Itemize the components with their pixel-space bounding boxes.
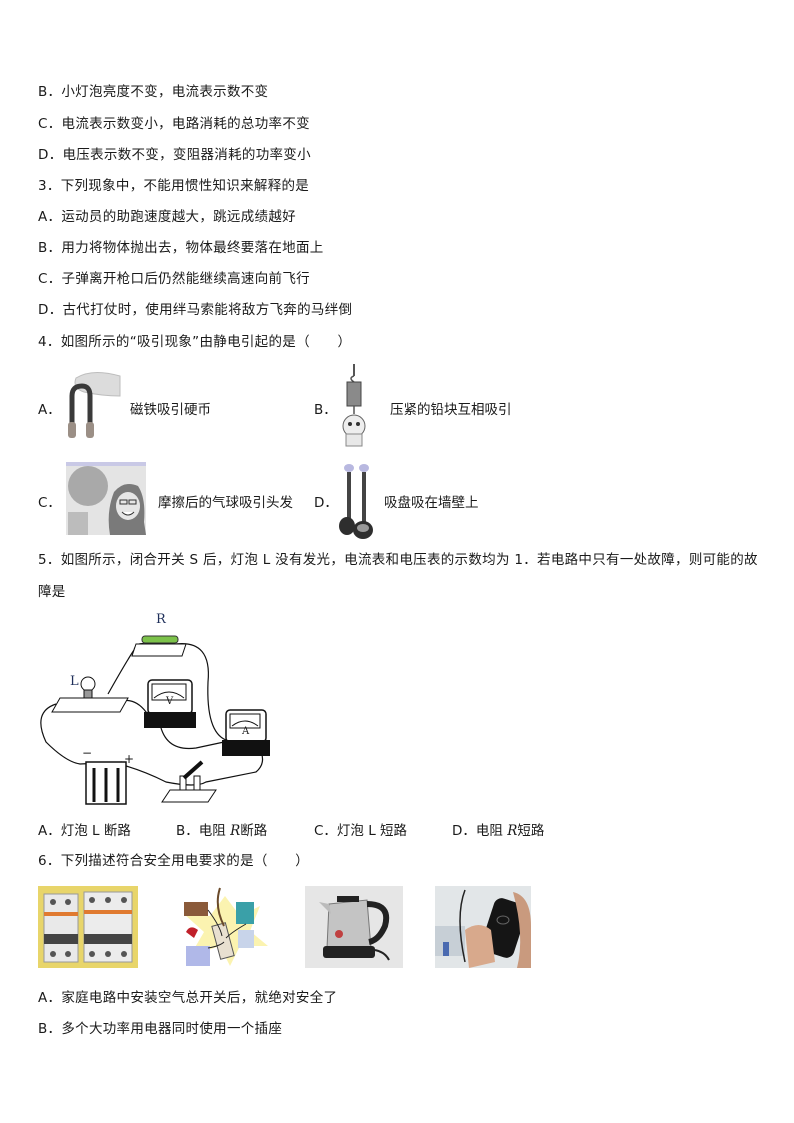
q6-option-a: A．家庭电路中安装空气总开关后，就绝对安全了: [38, 990, 338, 1006]
label-v: V: [166, 696, 174, 707]
overloaded-socket-image: [180, 886, 270, 970]
q6-option-b: B．多个大功率用电器同时使用一个插座: [38, 1021, 283, 1037]
q2-option-c: C．电流表示数变小，电路消耗的总功率不变: [38, 116, 310, 132]
circuit-breaker-image: [38, 886, 138, 968]
q4-option-a-text: 磁铁吸引硬币: [130, 402, 211, 418]
electric-kettle-image: [305, 886, 403, 968]
q4-option-b-letter: B．: [314, 402, 337, 418]
lead-blocks-image: [334, 362, 374, 450]
phone-charging-image: [435, 886, 531, 968]
q3-option-c: C．子弹离开枪口后仍然能继续高速向前飞行: [38, 271, 310, 287]
magnet-coins-image: [62, 366, 122, 446]
q3-option-b: B．用力将物体抛出去，物体最终要落在地面上: [38, 240, 324, 256]
q6-stem: 6．下列描述符合安全用电要求的是（ ）: [38, 853, 310, 869]
q5-option-d: D．电阻 R短路: [452, 822, 544, 840]
q5-option-d-prefix: D．电阻: [452, 823, 508, 839]
q5-option-b-suffix: 断路: [240, 823, 268, 839]
q2-option-b: B．小灯泡亮度不变，电流表示数不变: [38, 84, 269, 100]
label-plus: +: [124, 752, 135, 766]
q4-option-a-letter: A．: [38, 402, 61, 418]
label-r: R: [156, 612, 166, 627]
circuit-diagram: R L V A − +: [36, 612, 272, 808]
q4-option-d-text: 吸盘吸在墙壁上: [384, 495, 479, 511]
q4-option-b-text: 压紧的铅块互相吸引: [390, 402, 512, 418]
q3-stem: 3．下列现象中，不能用惯性知识来解释的是: [38, 178, 310, 194]
q4-option-d-letter: D．: [314, 495, 338, 511]
q5-option-b-var: R: [230, 823, 241, 839]
q5-option-c: C．灯泡 L 短路: [314, 823, 408, 839]
q4-option-c-text: 摩擦后的气球吸引头发: [158, 495, 293, 511]
q3-option-d: D．古代打仗时，使用绊马索能将敌方飞奔的马绊倒: [38, 302, 353, 318]
q5-option-b-prefix: B．电阻: [176, 823, 231, 839]
label-a: A: [242, 726, 250, 737]
label-minus: −: [82, 746, 93, 760]
balloon-hair-image: [66, 462, 146, 535]
q5-option-d-var: R: [507, 823, 518, 839]
q4-stem: 4．如图所示的“吸引现象”由静电引起的是（ ）: [38, 334, 352, 350]
q5-stem-line2: 障是: [38, 584, 66, 600]
q3-option-a: A．运动员的助跑速度越大，跳远成绩越好: [38, 209, 296, 225]
label-l: L: [70, 674, 79, 689]
q2-option-d: D．电压表示数不变，变阻器消耗的功率变小: [38, 147, 311, 163]
q4-option-c-letter: C．: [38, 495, 61, 511]
suction-cup-image: [336, 462, 378, 542]
q5-option-b: B．电阻 R断路: [176, 822, 267, 840]
q5-stem-line1: 5．如图所示，闭合开关 S 后，灯泡 L 没有发光，电流表和电压表的示数均为 1…: [38, 552, 758, 568]
q5-option-a: A．灯泡 L 断路: [38, 823, 131, 839]
q5-option-d-suffix: 短路: [517, 823, 545, 839]
